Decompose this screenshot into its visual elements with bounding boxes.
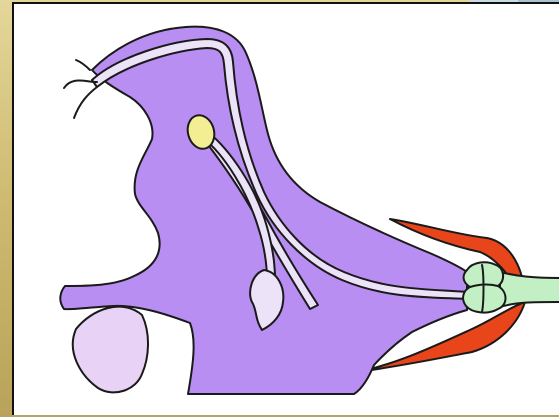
hair-filament-3	[76, 60, 90, 70]
terminal-stub	[500, 272, 559, 307]
hair-filament-1	[64, 81, 97, 89]
lower-left-blob	[73, 307, 148, 393]
neuron-diagram	[12, 2, 559, 415]
diagram-frame	[12, 2, 559, 415]
hair-filament-2	[74, 87, 97, 118]
